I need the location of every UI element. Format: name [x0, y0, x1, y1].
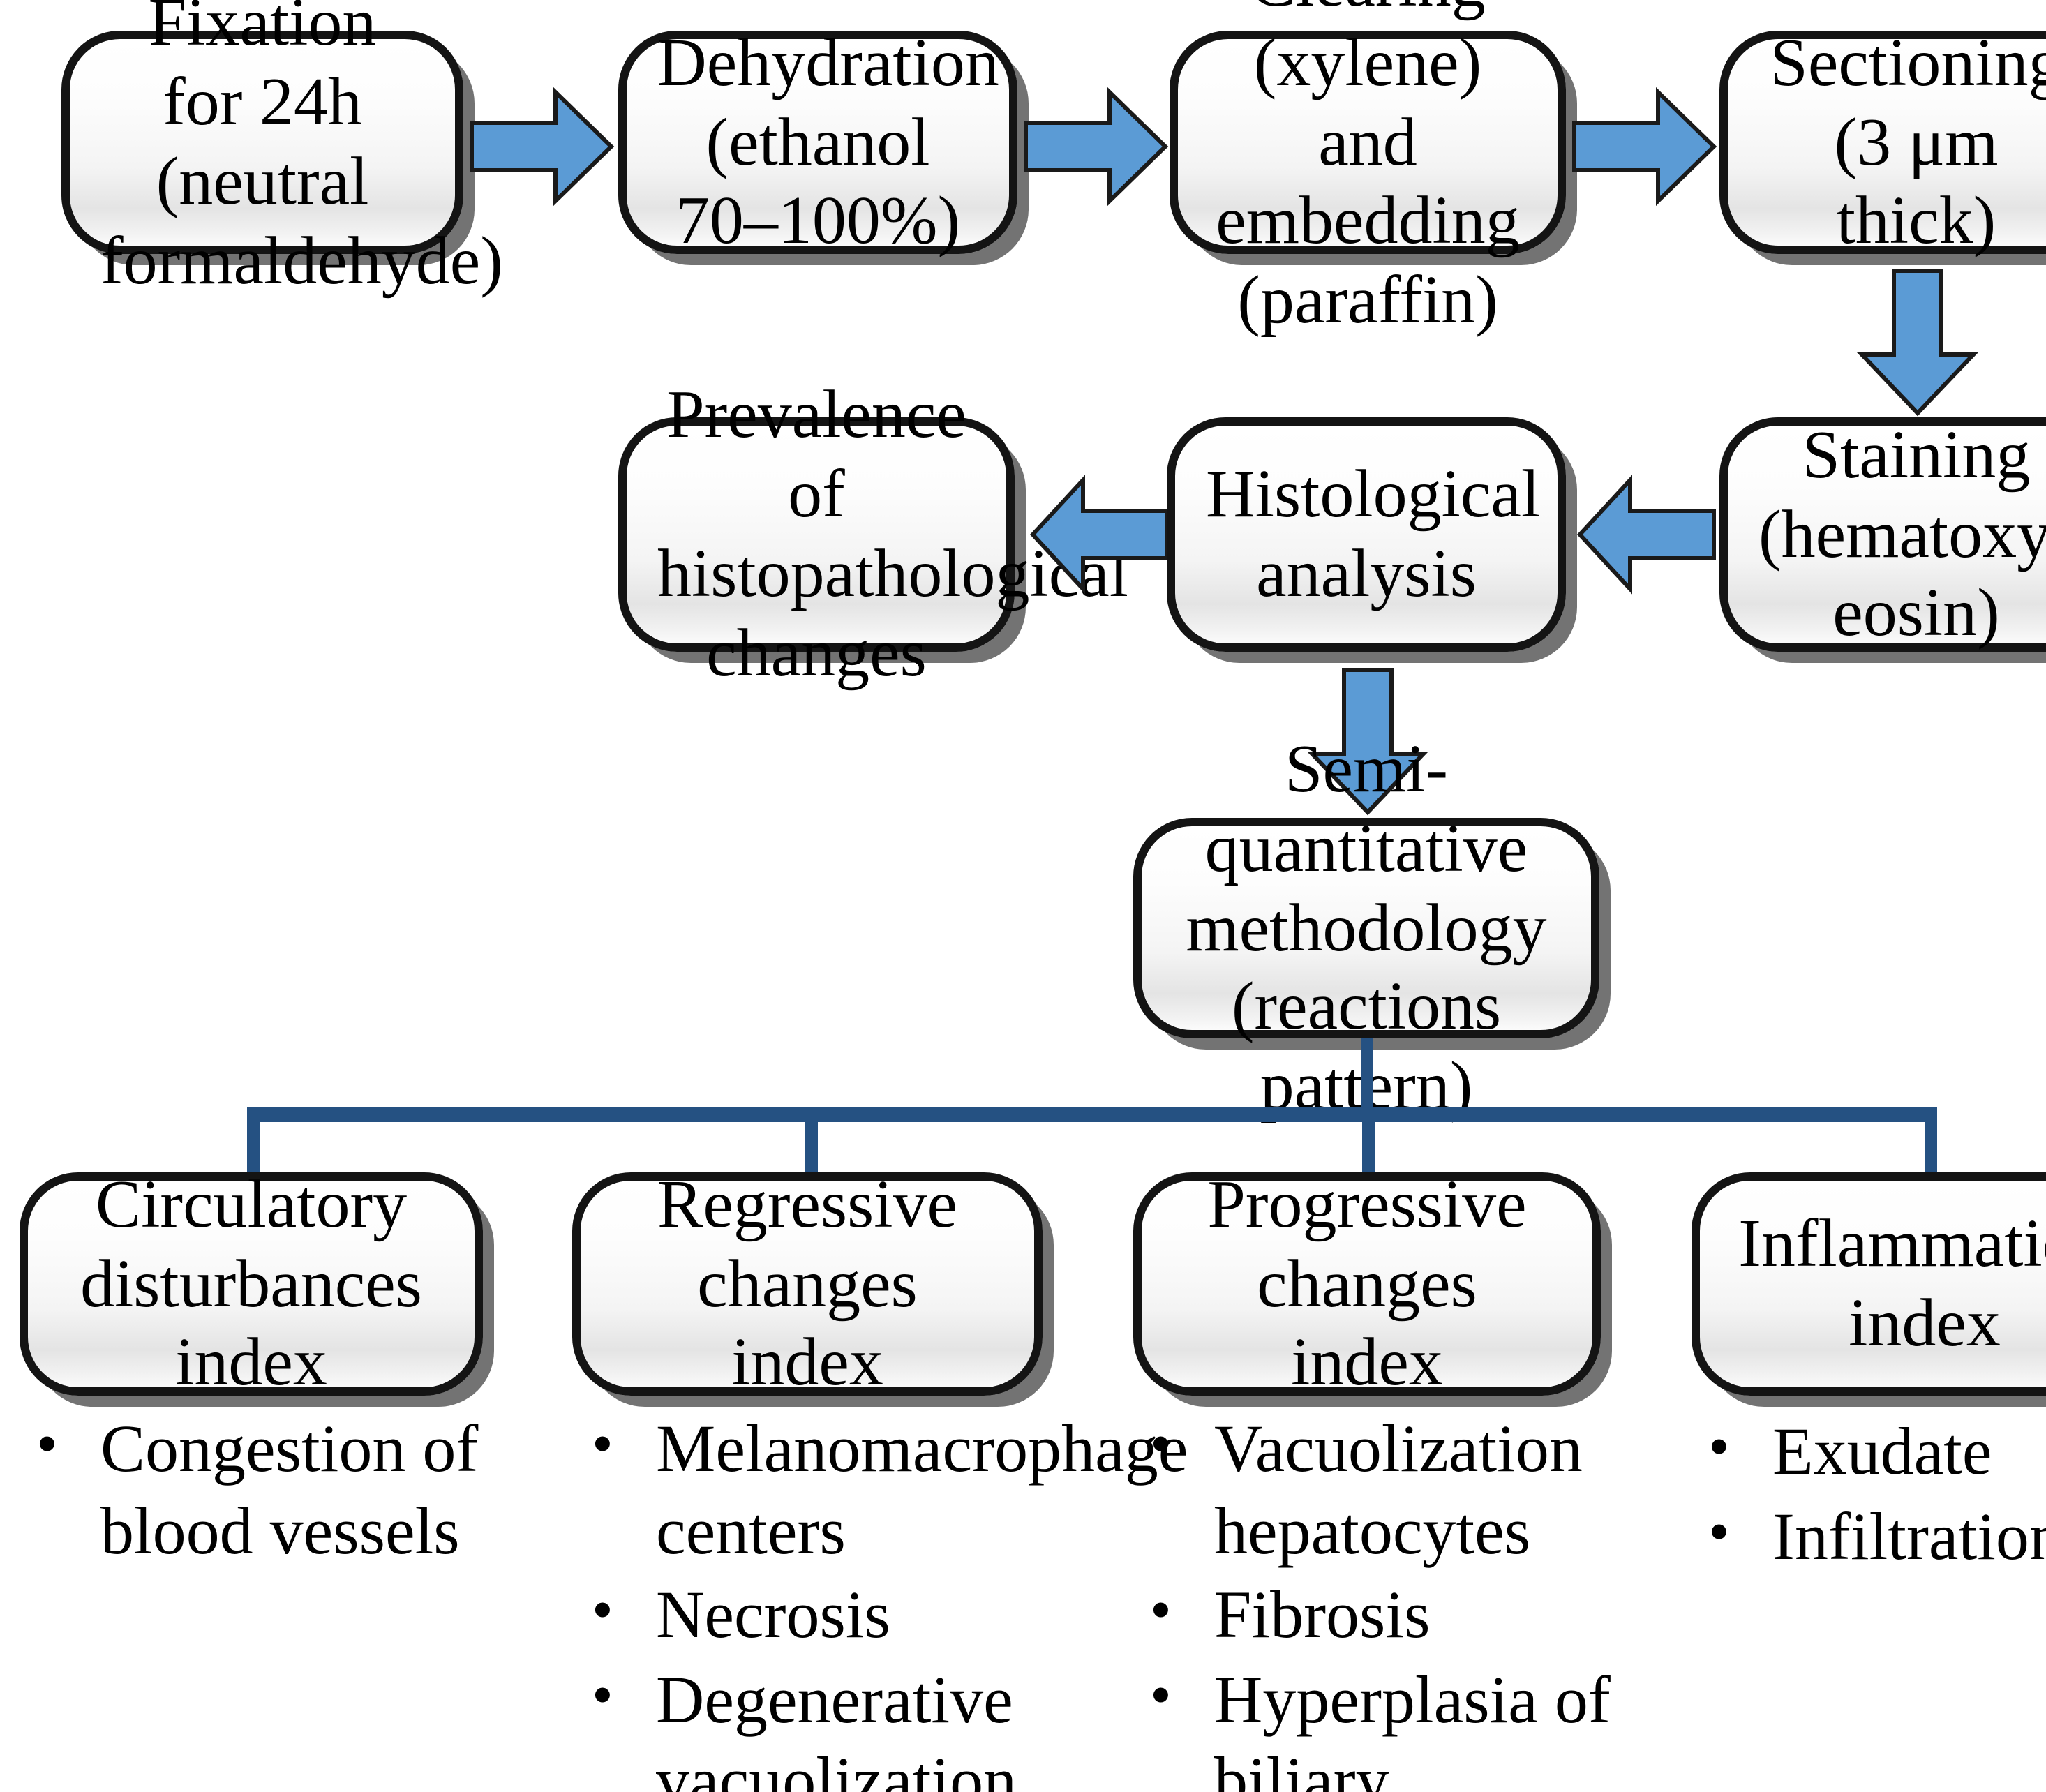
arrow-sectioning-to-staining — [1856, 268, 1979, 417]
bullets-circulatory-disturbances: Congestion of blood vessels — [28, 1407, 488, 1576]
connector-horizontal-bus — [247, 1107, 1937, 1122]
connector-drop-regressive — [805, 1107, 818, 1177]
node-progressive-changes-index-label: Progressive changes index — [1207, 1165, 1527, 1401]
connector-methodology-stem — [1361, 1038, 1373, 1115]
node-clearing-embedding[interactable]: Clearing (xylene) and embedding (paraffi… — [1170, 0, 1566, 338]
bullets-inflammation: Exudate Infiltration — [1700, 1410, 2046, 1581]
list-item: Degenerative vacuolization — [583, 1657, 1058, 1792]
node-histological-analysis[interactable]: Histological analysis — [1167, 417, 1566, 652]
bullets-regressive-changes: Melanomacrophage centers Necrosis Degene… — [583, 1407, 1188, 1792]
node-circulatory-disturbances-index-label: Circulatory disturbances index — [80, 1165, 422, 1401]
list-item: Congestion of blood vessels — [28, 1407, 488, 1573]
node-sectioning-label: Sectioning (3 μm thick) — [1770, 23, 2046, 259]
node-semi-quantitative-methodology[interactable]: Semi-quantitative methodology (reactions… — [1133, 730, 1599, 1124]
list-item: Melanomacrophage centers — [583, 1407, 1188, 1573]
list-item: Hyperplasia of biliary epithelium — [1142, 1657, 1616, 1792]
arrow-staining-to-histological-analysis — [1576, 475, 1717, 595]
node-staining[interactable]: Staining (hematoxylin- eosin) — [1719, 415, 2046, 652]
node-histological-analysis-label: Histological analysis — [1206, 455, 1541, 611]
bullet-list-regressive: Melanomacrophage centers Necrosis Degene… — [583, 1407, 1188, 1792]
node-fixation[interactable]: Fixation for 24h (neutral formaldehyde) — [61, 0, 503, 299]
list-item: Exudate — [1700, 1410, 2046, 1494]
node-sectioning[interactable]: Sectioning (3 μm thick) — [1719, 24, 2046, 259]
arrow-dehydration-to-clearing — [1023, 87, 1169, 207]
list-item: Necrosis — [583, 1573, 1058, 1657]
bullet-list-inflammation: Exudate Infiltration — [1700, 1410, 2046, 1578]
node-clearing-embedding-label: Clearing (xylene) and embedding (paraffi… — [1216, 0, 1520, 338]
bullet-list-circulatory: Congestion of blood vessels — [28, 1407, 488, 1573]
arrow-clearing-to-sectioning — [1571, 87, 1717, 207]
connector-drop-progressive — [1362, 1107, 1375, 1177]
arrow-histological-analysis-to-methodology — [1306, 667, 1429, 816]
node-circulatory-disturbances-index[interactable]: Circulatory disturbances index — [20, 1165, 483, 1401]
node-inflammation-index-label: Inflammation index — [1738, 1204, 2046, 1361]
node-regressive-changes-index[interactable]: Regressive changes index — [572, 1165, 1043, 1401]
bullet-list-progressive: Vacuolization hepatocytes Fibrosis Hyper… — [1142, 1407, 1616, 1792]
list-item: Infiltration — [1700, 1494, 2046, 1578]
node-prevalence-label: Prevalence of histopathological changes — [657, 375, 1128, 691]
list-item: Fibrosis — [1142, 1573, 1616, 1657]
node-fixation-label: Fixation for 24h (neutral formaldehyde) — [100, 0, 503, 299]
connector-drop-inflammation — [1925, 1107, 1937, 1177]
node-dehydration-label: Dehydration (ethanol 70–100%) — [657, 23, 999, 259]
list-item: Vacuolization hepatocytes — [1142, 1407, 1616, 1573]
arrow-histological-analysis-to-prevalence — [1029, 475, 1170, 595]
node-inflammation-index[interactable]: Inflammation index — [1692, 1172, 2046, 1396]
connector-drop-circulatory — [247, 1107, 260, 1177]
bullets-progressive-changes: Vacuolization hepatocytes Fibrosis Hyper… — [1142, 1407, 1616, 1792]
node-regressive-changes-index-label: Regressive changes index — [657, 1165, 957, 1401]
node-semi-quantitative-methodology-label: Semi-quantitative methodology (reactions… — [1186, 729, 1547, 1124]
node-staining-label: Staining (hematoxylin- eosin) — [1758, 415, 2046, 651]
node-prevalence[interactable]: Prevalence of histopathological changes — [618, 376, 1128, 691]
arrow-fixation-to-dehydration — [469, 87, 615, 207]
node-progressive-changes-index[interactable]: Progressive changes index — [1133, 1165, 1601, 1401]
node-dehydration[interactable]: Dehydration (ethanol 70–100%) — [618, 24, 1017, 259]
